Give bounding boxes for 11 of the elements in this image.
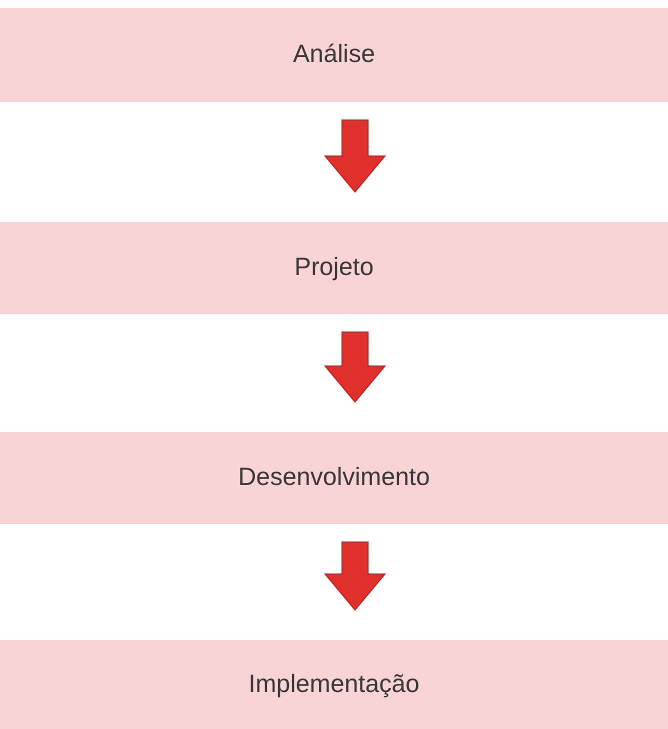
process-band (0, 8, 668, 102)
step-label: Desenvolvimento (238, 462, 430, 494)
process-band (0, 640, 668, 729)
step-label: Projeto (294, 252, 374, 284)
step-label: Implementação (248, 668, 420, 700)
block-arrow (324, 542, 386, 611)
process-band (0, 222, 668, 314)
block-arrow (324, 332, 386, 403)
step-label: Análise (293, 39, 375, 70)
process-band (0, 432, 668, 524)
block-arrow (324, 120, 386, 193)
